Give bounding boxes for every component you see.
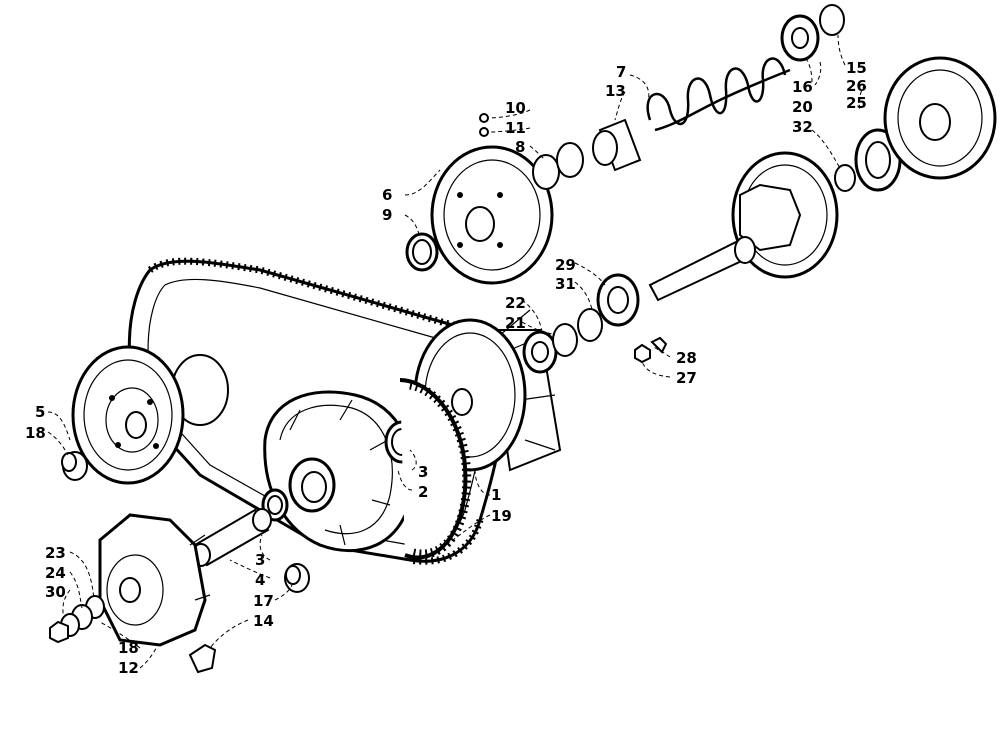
- weight-14: [188, 643, 217, 674]
- label-21: 21: [505, 314, 526, 332]
- drive-sheave-moveable: [263, 390, 415, 553]
- label-5: 5: [35, 403, 45, 421]
- label-15: 15: [846, 59, 867, 77]
- label-26: 26: [846, 77, 867, 95]
- label-18-upper: 18: [25, 424, 46, 442]
- label-23: 23: [45, 544, 66, 562]
- bushing-upper: [61, 451, 88, 481]
- label-17: 17: [253, 592, 274, 610]
- seal-32: [834, 164, 856, 192]
- clip-15: [819, 4, 845, 36]
- screw-10-11: [479, 113, 489, 137]
- label-11: 11: [505, 119, 526, 137]
- jackshaft-sheave: [731, 151, 839, 279]
- label-30: 30: [45, 583, 66, 601]
- label-25: 25: [846, 94, 867, 112]
- label-14: 14: [253, 612, 274, 630]
- rings-21-31: [552, 308, 603, 357]
- jackshaft: [648, 236, 756, 302]
- clutch-cover: [98, 513, 211, 647]
- bearing-25: [854, 128, 902, 192]
- label-31: 31: [555, 275, 576, 293]
- label-16: 16: [792, 78, 813, 96]
- label-3-upper: 3: [418, 463, 428, 481]
- driven-sheave-upper: [430, 145, 554, 285]
- drive-sheave-stationary: [71, 345, 229, 485]
- bearing-29: [596, 273, 640, 327]
- bushing-13: [592, 118, 642, 172]
- ring-9: [405, 232, 439, 272]
- bushing-17: [284, 563, 310, 593]
- label-27: 27: [676, 369, 697, 387]
- label-29: 29: [555, 256, 576, 274]
- label-6: 6: [382, 186, 392, 204]
- label-22: 22: [505, 294, 526, 312]
- label-9: 9: [382, 206, 392, 224]
- label-7: 7: [616, 63, 626, 81]
- bearing-housing-26: [883, 56, 997, 180]
- ring-gear: [399, 378, 472, 560]
- washer-stack: [49, 595, 105, 644]
- leader-lines: [47, 34, 866, 669]
- label-20: 20: [792, 98, 813, 116]
- bearing-22: [522, 330, 558, 374]
- label-13: 13: [605, 82, 626, 100]
- label-3-lower: 3: [255, 551, 265, 569]
- washer-16: [780, 14, 820, 62]
- spring-7: [646, 57, 791, 132]
- label-19: 19: [491, 507, 512, 525]
- part-labels: 1 2 3 3 4 5 6 7 8 9 10 11 12 13 14 15 16…: [25, 59, 867, 677]
- label-32: 32: [792, 118, 813, 136]
- label-2: 2: [418, 483, 428, 501]
- nut-27-28: [634, 336, 668, 364]
- label-4: 4: [255, 571, 265, 589]
- label-1: 1: [491, 486, 501, 504]
- label-24: 24: [45, 564, 66, 582]
- label-10: 10: [505, 99, 526, 117]
- label-12: 12: [118, 659, 139, 677]
- label-18-lower: 18: [118, 639, 139, 657]
- label-28: 28: [676, 349, 697, 367]
- rings-8: [532, 142, 584, 190]
- label-8: 8: [515, 138, 525, 156]
